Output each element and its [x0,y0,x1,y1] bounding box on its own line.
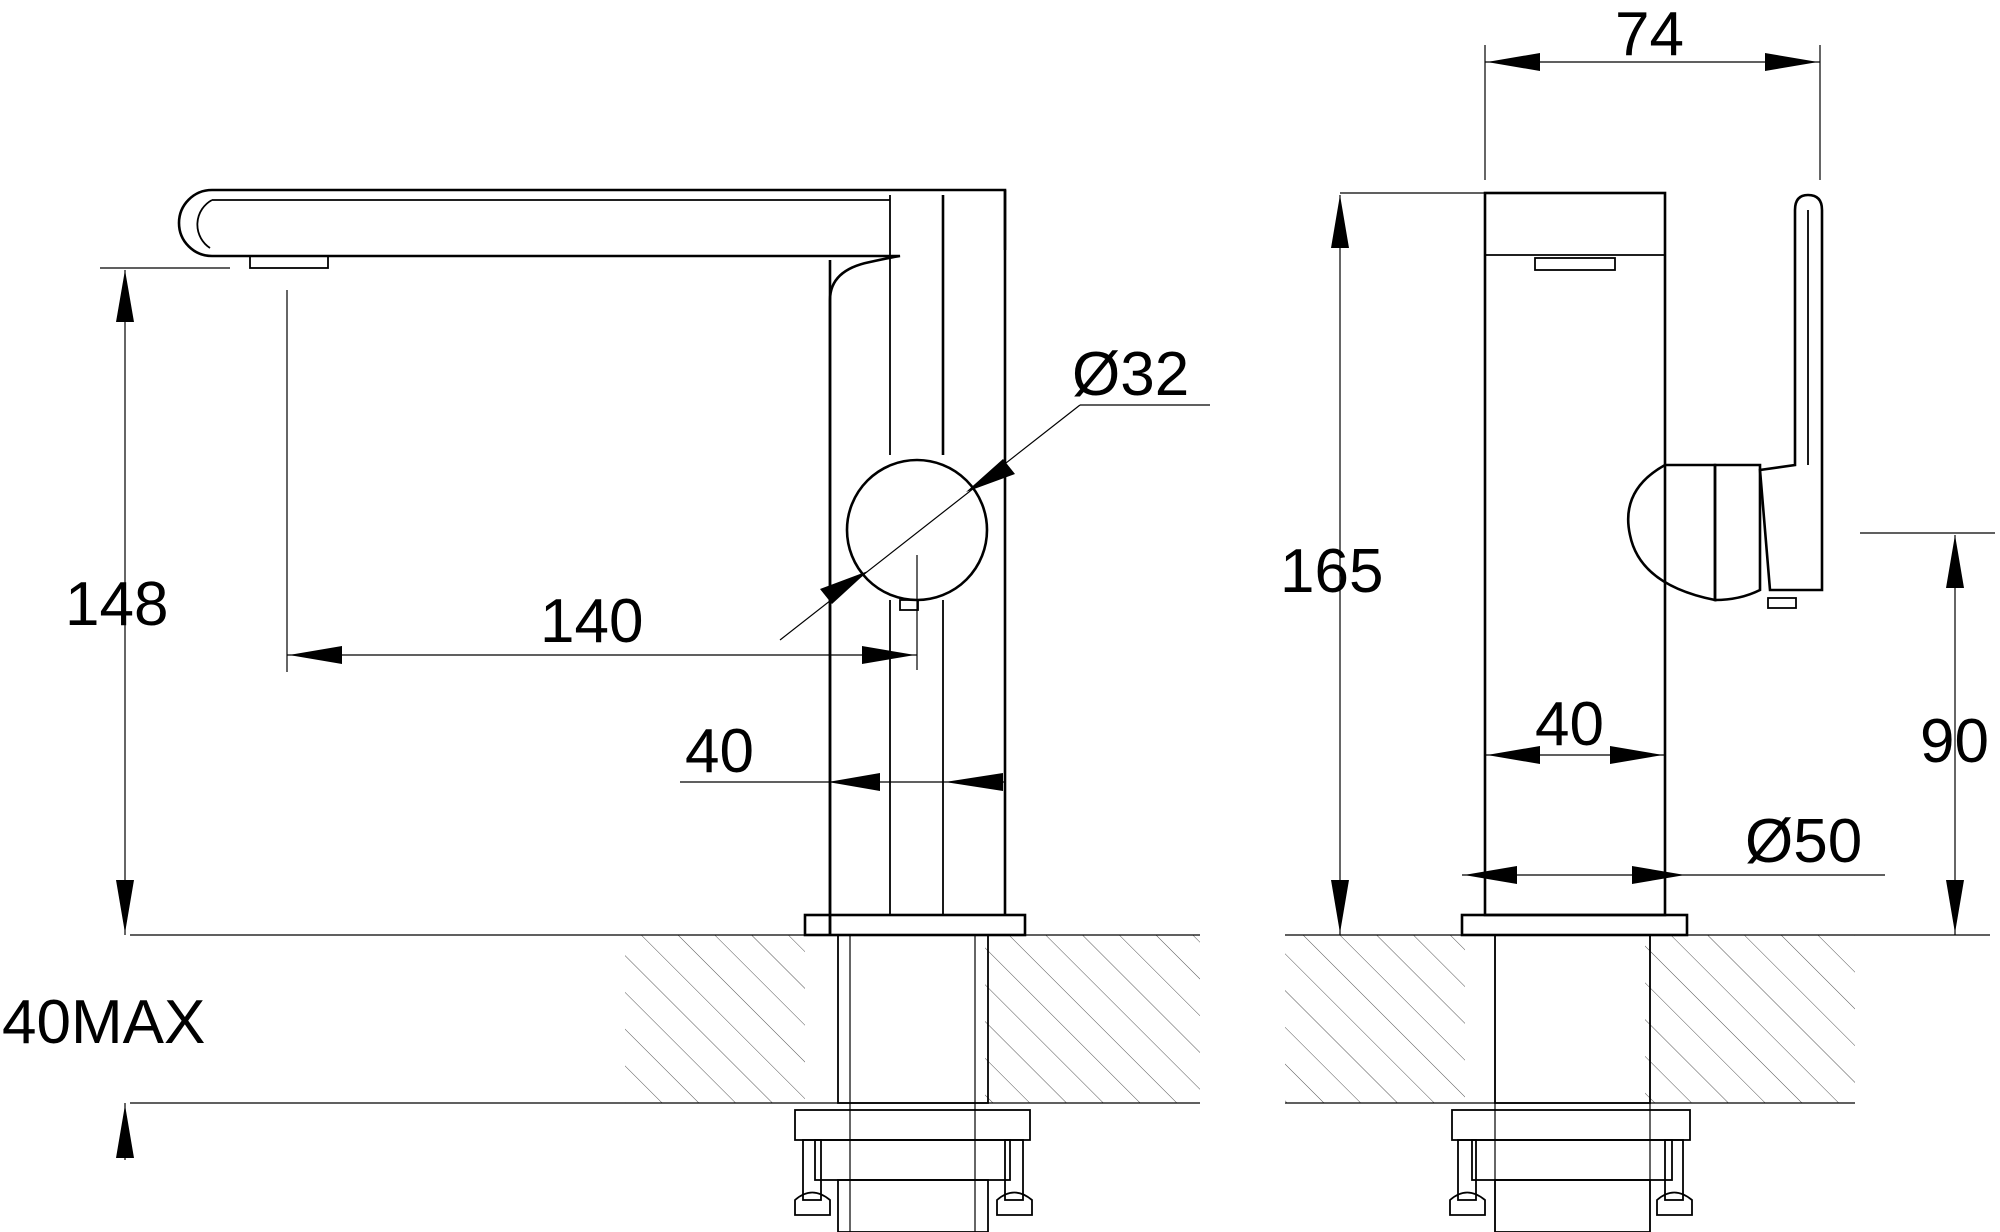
side-nut [1451,1109,1691,1141]
side-deck-hatch-left [1285,935,1465,1103]
side-lever-handle [1758,193,1824,592]
side-lever-screw [1767,597,1797,609]
front-lever-screw [899,599,919,611]
dim-dia-32-label: Ø32 [1072,340,1189,409]
dim-90-label: 90 [1920,707,1989,776]
side-aerator [1534,257,1616,271]
front-base-flange [803,913,1027,937]
front-spout [177,188,1007,935]
side-bolt-right [1656,1139,1693,1216]
side-view: 74 165 40 Ø50 [1280,0,1995,1232]
side-lever-dome [1626,463,1717,602]
front-bolt-left [794,1139,831,1216]
front-spout-inner [196,199,890,249]
front-view: 148 40MAX 140 40 [2,188,1210,1232]
side-shank [1494,934,1651,1104]
dim-40-front-label: 40 [685,717,754,786]
front-bolt-right [996,1139,1033,1216]
side-bolt-left [1449,1139,1486,1216]
dim-140: 140 [286,290,918,672]
side-deck-hatch-right [1645,935,1855,1103]
dim-40-side-label: 40 [1535,690,1604,759]
front-shank [837,934,989,1104]
dim-74-label: 74 [1615,0,1684,69]
front-nut [794,1109,1031,1141]
dim-165: 165 [1280,192,1485,935]
dim-dia-50: Ø50 [1462,807,1885,884]
dim-40max-label: 40MAX [2,988,205,1057]
side-lever-joint [1713,463,1762,602]
side-base-flange [1460,913,1689,937]
dim-dia-50-label: Ø50 [1745,807,1862,876]
dim-40max: 40MAX [2,988,205,1160]
front-aerator [249,255,329,269]
dim-40-side: 40 [1485,690,1665,764]
dim-140-label: 140 [540,587,643,656]
dim-165-label: 165 [1280,537,1383,606]
front-washer [814,1139,1011,1181]
dim-148: 148 [65,267,230,935]
dim-40-front: 40 [680,717,1005,791]
side-threaded-lower [1494,1179,1651,1232]
front-threaded-lower [837,1179,989,1232]
side-washer [1471,1139,1673,1181]
front-deck-hatch-left [625,935,805,1103]
front-deck-hatch-right [985,935,1200,1103]
dim-dia-32: Ø32 [779,340,1210,641]
dim-90: 90 [1860,532,1995,935]
dim-74: 74 [1484,0,1821,180]
dim-148-label: 148 [65,570,168,639]
